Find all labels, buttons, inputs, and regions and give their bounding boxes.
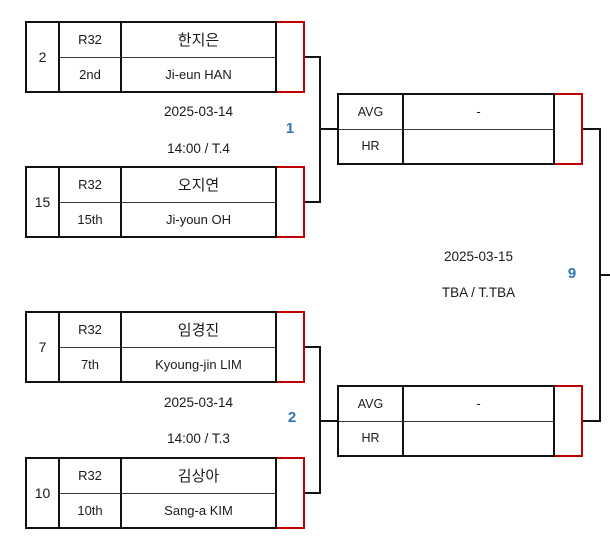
player-entry-kim-sanga: 10 R32 김상아 10th Sang-a KIM — [25, 457, 305, 529]
connector-line — [601, 274, 610, 276]
match9-time: TBA / T.TBA — [441, 285, 516, 300]
avg-label: AVG — [339, 95, 404, 129]
connector-line — [305, 201, 321, 203]
connector-line — [305, 492, 321, 494]
connector-line — [583, 128, 601, 130]
player-entry-lim-kyoungjin: 7 R32 임경진 7th Kyoung-jin LIM — [25, 311, 305, 383]
connector-line — [321, 420, 337, 422]
player-name-kr: 한지은 — [177, 32, 220, 50]
connector-line — [305, 56, 321, 58]
score-cell — [277, 457, 305, 529]
match9-number: 9 — [567, 265, 577, 282]
rank-label: 2nd — [60, 57, 122, 91]
result-table-match1: AVG - HR — [337, 93, 583, 165]
round-label: R32 — [60, 459, 122, 493]
rank-label: 7th — [60, 347, 122, 381]
hr-value — [404, 130, 553, 164]
round-label: R32 — [60, 23, 122, 57]
seed-number: 2 — [27, 23, 60, 91]
player-name-kr: 김상아 — [177, 468, 220, 486]
player-name-en: Sang-a KIM — [164, 502, 233, 518]
connector-line — [305, 346, 321, 348]
avg-label: AVG — [339, 387, 404, 421]
avg-value: - — [476, 396, 481, 412]
match9-date: 2025-03-15 — [443, 249, 514, 264]
rank-label: 15th — [60, 202, 122, 236]
connector-line — [319, 346, 321, 494]
player-name-en: Ji-youn OH — [165, 211, 232, 227]
match1-number: 1 — [285, 120, 295, 137]
connector-line — [583, 420, 601, 422]
match1-time: 14:00 / T.4 — [167, 141, 230, 156]
avg-value: - — [476, 104, 481, 120]
match1-date: 2025-03-14 — [163, 104, 234, 119]
match2-number: 2 — [287, 409, 297, 426]
player-entry-oh-jiyoun: 15 R32 오지연 15th Ji-youn OH — [25, 166, 305, 238]
connector-line — [321, 128, 337, 130]
player-entry-han-jieun: 2 R32 한지은 2nd Ji-eun HAN — [25, 21, 305, 93]
score-cell — [277, 21, 305, 93]
match2-time: 14:00 / T.3 — [167, 431, 230, 446]
connector-line — [319, 56, 321, 203]
seed-number: 15 — [27, 168, 60, 236]
rank-label: 10th — [60, 493, 122, 527]
seed-number: 10 — [27, 459, 60, 527]
player-name-kr: 임경진 — [177, 322, 220, 340]
player-name-en: Ji-eun HAN — [165, 66, 232, 82]
connector-line — [599, 128, 601, 422]
hr-label: HR — [339, 129, 404, 163]
score-cell — [555, 385, 583, 457]
seed-number: 7 — [27, 313, 60, 381]
hr-value — [404, 422, 553, 456]
player-name-kr: 오지연 — [177, 177, 220, 195]
score-cell — [555, 93, 583, 165]
hr-label: HR — [339, 421, 404, 455]
score-cell — [277, 166, 305, 238]
match2-date: 2025-03-14 — [163, 395, 234, 410]
score-cell — [277, 311, 305, 383]
result-table-match2: AVG - HR — [337, 385, 583, 457]
round-label: R32 — [60, 168, 122, 202]
round-label: R32 — [60, 313, 122, 347]
player-name-en: Kyoung-jin LIM — [155, 356, 242, 372]
